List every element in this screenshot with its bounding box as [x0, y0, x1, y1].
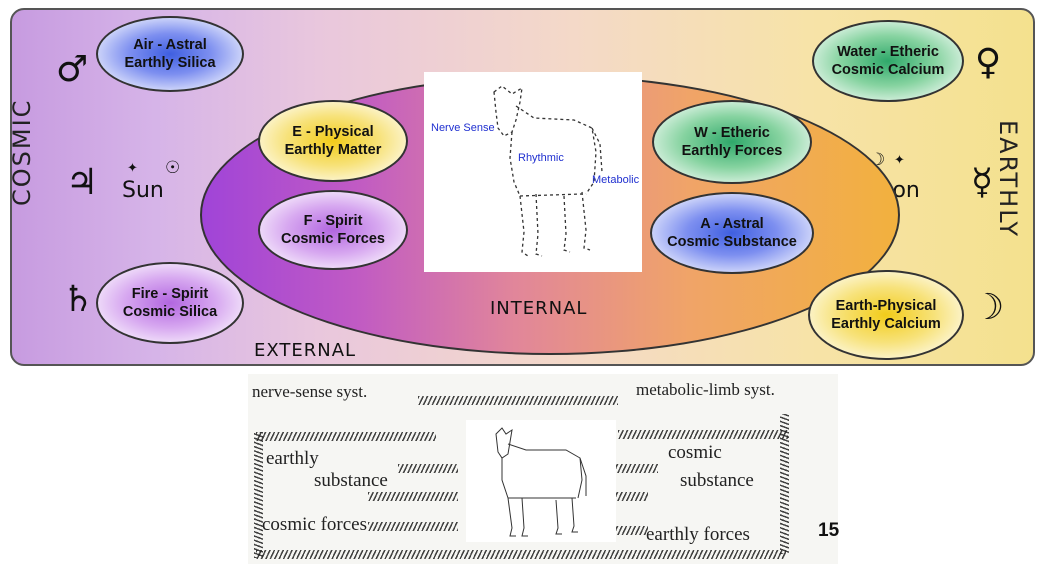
scanned-book-figure: nerve-sense syst. metabolic-limb syst. e… — [248, 374, 838, 564]
jupiter-glyph-icon: ♃ — [65, 162, 99, 203]
mercury-glyph-icon: ☿ — [970, 162, 994, 203]
metabolic-limb-system-text: metabolic-limb syst. — [636, 380, 775, 399]
cow-outline-drawing — [493, 85, 603, 257]
e-physical-oval: E - Physical Earthly Matter — [258, 100, 408, 182]
hatch-inner-right-2 — [608, 492, 648, 501]
moon-crescent-glyph-icon: ☽ — [971, 287, 1005, 328]
hatch-inner-left-2 — [368, 492, 458, 501]
internal-label: INTERNAL — [490, 298, 588, 319]
hatch-top-left — [256, 432, 436, 441]
moon-cross-icon: ✦ — [894, 152, 905, 167]
small-cow-box — [466, 420, 616, 542]
earth-physical-oval: Earth-Physical Earthly Calcium — [808, 270, 964, 360]
substance-right-text: substance — [680, 470, 754, 491]
w-etheric-oval: W - Etheric Earthly Forces — [652, 100, 812, 184]
sun-small-glyph-icon: ☉ — [165, 158, 181, 177]
nerve-sense-system-text: nerve-sense syst. — [252, 382, 368, 401]
cosmic-forces-text: cosmic forces — [262, 514, 367, 535]
mars-glyph-icon: ♂ — [55, 49, 89, 90]
external-label: EXTERNAL — [254, 340, 357, 361]
hatch-inner-right-3 — [608, 526, 648, 535]
cosmic-right-text: cosmic — [668, 442, 722, 463]
hatch-inner-left-3 — [368, 522, 458, 531]
water-etheric-oval: Water - Etheric Cosmic Calcium — [812, 20, 964, 102]
page-number: 15 — [818, 520, 840, 541]
hatch-inner-left-1 — [398, 464, 458, 473]
hatch-top-right — [618, 430, 788, 439]
fire-spirit-oval: Fire - Spirit Cosmic Silica — [96, 262, 244, 344]
air-astral-oval: Air - Astral Earthly Silica — [96, 16, 244, 92]
small-cow-drawing — [495, 427, 587, 537]
hatch-right — [780, 414, 789, 554]
saturn-glyph-icon: ♄ — [61, 279, 95, 320]
metabolic-label: Metabolic — [592, 174, 640, 186]
earthly-text: earthly — [266, 448, 319, 469]
f-spirit-oval: F - Spirit Cosmic Forces — [258, 190, 408, 270]
hatch-inner-right-1 — [608, 464, 658, 473]
substance-left-text: substance — [314, 470, 388, 491]
sun-cross-icon: ✦ — [127, 160, 138, 175]
a-astral-oval: A - Astral Cosmic Substance — [650, 192, 814, 274]
cow-figure-box: Nerve Sense Rhythmic Metabolic — [424, 72, 642, 272]
cosmic-label: COSMIC — [8, 98, 36, 206]
nerve-sense-label: Nerve Sense — [431, 122, 495, 134]
sun-label: Sun — [122, 178, 164, 203]
venus-glyph-icon: ♀ — [974, 42, 1002, 83]
hatch-bottom — [256, 550, 786, 559]
earthly-forces-text: earthly forces — [646, 524, 750, 545]
rhythmic-label: Rhythmic — [518, 152, 564, 164]
hatch-left — [254, 432, 263, 558]
hatch-top-arrow — [418, 396, 618, 405]
